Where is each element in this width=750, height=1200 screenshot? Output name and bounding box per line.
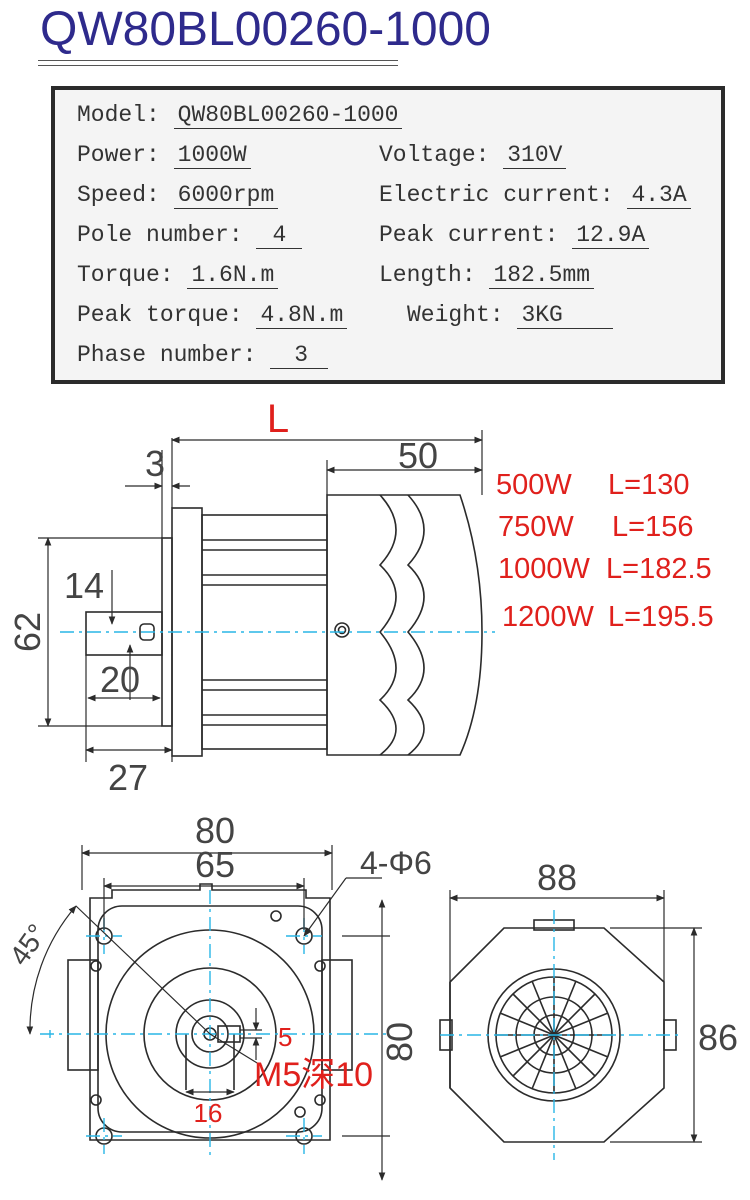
dim-88: 88 bbox=[537, 857, 577, 898]
dim-14: 14 bbox=[64, 565, 104, 606]
length-label: L bbox=[267, 397, 289, 441]
dim-50: 50 bbox=[398, 435, 438, 476]
row-length: L=156 bbox=[612, 511, 693, 543]
spec-voltage: Voltage: 310V bbox=[379, 142, 567, 169]
length-table: 500W L=130 750W L=156 1000W L=182.5 1200… bbox=[496, 469, 714, 633]
dim-16: 16 bbox=[194, 1098, 223, 1128]
spec-value: 1000W bbox=[173, 142, 251, 169]
dim-20: 20 bbox=[100, 659, 140, 700]
thread-label: M5深10 bbox=[254, 1056, 373, 1094]
spec-length: Length: 182.5mm bbox=[379, 262, 595, 289]
title-underline-2 bbox=[38, 65, 398, 66]
rear-view bbox=[439, 919, 677, 1143]
spec-model: Model: QW80BL00260-1000 bbox=[77, 102, 403, 129]
mount-holes-label: 4-Φ6 bbox=[360, 845, 432, 881]
spec-label: Speed: bbox=[77, 182, 160, 208]
spec-label: Length: bbox=[379, 262, 476, 288]
spec-label: Phase number: bbox=[77, 342, 257, 368]
page-title: QW80BL00260-1000 bbox=[40, 3, 491, 56]
spec-label: Electric current: bbox=[379, 182, 614, 208]
spec-value: 6000rpm bbox=[173, 182, 279, 209]
spec-torque: Torque: 1.6N.m bbox=[77, 262, 279, 289]
spec-phase-number: Phase number: 3 bbox=[77, 342, 329, 369]
spec-table: Model: QW80BL00260-1000 Power: 1000W Vol… bbox=[51, 86, 725, 384]
spec-value: 182.5mm bbox=[489, 262, 595, 289]
dim-27: 27 bbox=[108, 757, 148, 798]
row-power: 750W bbox=[498, 511, 574, 543]
spec-value: 4 bbox=[256, 222, 303, 249]
spec-label: Weight: bbox=[407, 302, 504, 328]
spec-value: 1.6N.m bbox=[187, 262, 279, 289]
spec-label: Peak torque: bbox=[77, 302, 243, 328]
spec-peak-current: Peak current: 12.9A bbox=[379, 222, 650, 249]
front-flange-body bbox=[89, 883, 331, 1141]
spec-label: Peak current: bbox=[379, 222, 559, 248]
dim-5: 5 bbox=[278, 1022, 292, 1052]
row-power: 1000W bbox=[498, 553, 591, 585]
dim-65: 65 bbox=[195, 844, 235, 885]
spec-speed: Speed: 6000rpm bbox=[77, 182, 279, 209]
spec-value: 310V bbox=[503, 142, 567, 169]
spec-peak-torque: Peak torque: 4.8N.m bbox=[77, 302, 348, 329]
spec-value: 4.3A bbox=[627, 182, 691, 209]
shaft bbox=[85, 611, 163, 656]
spec-value: QW80BL00260-1000 bbox=[173, 102, 403, 129]
spec-pole-number: Pole number: 4 bbox=[77, 222, 303, 249]
spec-value: 3KG bbox=[517, 302, 613, 329]
front-dimensions bbox=[26, 845, 390, 1181]
dim-62: 62 bbox=[7, 612, 48, 652]
spec-value: 3 bbox=[270, 342, 329, 369]
side-view bbox=[85, 494, 483, 757]
dim-3: 3 bbox=[145, 443, 165, 484]
spec-label: Pole number: bbox=[77, 222, 243, 248]
dim-86: 86 bbox=[698, 1017, 738, 1058]
spec-electric-current: Electric current: 4.3A bbox=[379, 182, 691, 209]
rear-dimensions bbox=[449, 890, 702, 1143]
row-power: 1200W bbox=[502, 601, 595, 633]
side-boss-left bbox=[67, 959, 99, 1071]
angle-label: 45° bbox=[3, 918, 53, 970]
length-row-500: 500W bbox=[496, 469, 572, 501]
rear-cap bbox=[326, 494, 483, 756]
spec-value: 12.9A bbox=[572, 222, 650, 249]
spec-label: Torque: bbox=[77, 262, 174, 288]
row-length: L=195.5 bbox=[608, 601, 714, 633]
rear-centerlines bbox=[440, 910, 680, 1160]
technical-drawing: L 3 50 62 14 20 27 500W L=130 750W L=156… bbox=[3, 397, 738, 1181]
spec-weight: Weight: 3KG bbox=[407, 302, 613, 329]
spec-label: Voltage: bbox=[379, 142, 490, 168]
spec-power: Power: 1000W bbox=[77, 142, 251, 169]
spec-label: Power: bbox=[77, 142, 160, 168]
screw bbox=[334, 622, 350, 638]
row-length: L=182.5 bbox=[606, 553, 712, 585]
side-boss-right bbox=[321, 959, 353, 1071]
side-dimensions bbox=[38, 430, 483, 762]
spec-label: Model: bbox=[77, 102, 160, 128]
row-power: 500W bbox=[496, 469, 572, 501]
dim-80-side: 80 bbox=[379, 1022, 420, 1062]
spec-value: 4.8N.m bbox=[256, 302, 348, 329]
title-underline bbox=[38, 60, 398, 61]
dim-80-top: 80 bbox=[195, 810, 235, 851]
row-length: L=130 bbox=[608, 469, 689, 501]
